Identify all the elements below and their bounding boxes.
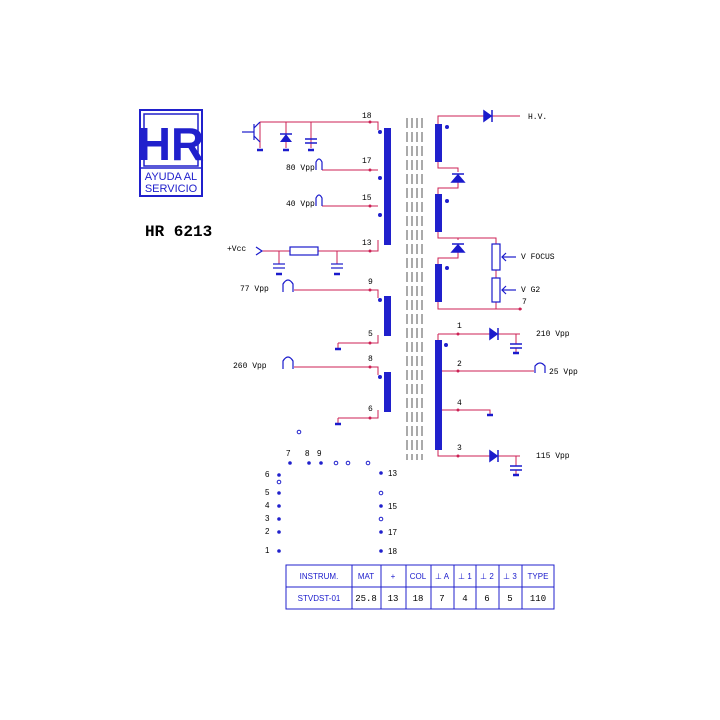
table-cell: 5	[507, 594, 512, 604]
pinout-left-6: 6	[265, 470, 270, 479]
table-cell: 110	[530, 594, 546, 604]
table-cell: 25.8	[355, 594, 377, 604]
pinout-left-4: 4	[265, 501, 270, 510]
signal-80-label: 80 Vpp	[286, 164, 315, 173]
g2-label: V G2	[521, 286, 540, 295]
vcc-label: +Vcc	[227, 245, 246, 254]
secondary-pin-dots	[456, 307, 522, 458]
table-header: INSTRUM.	[300, 572, 339, 581]
pin-15-label: 15	[362, 194, 372, 203]
pin-2-label: 2	[457, 360, 462, 369]
signal-260-label: 260 Vpp	[233, 362, 267, 371]
pulse-icon	[534, 362, 546, 373]
table-cell: 4	[462, 594, 467, 604]
out-115-label: 115 Vpp	[536, 452, 570, 461]
focus-label: V FOCUS	[521, 253, 555, 262]
logo-line2: SERVICIO	[145, 183, 198, 195]
pin-13-label: 13	[362, 239, 372, 248]
table-header: MAT	[358, 572, 374, 581]
vcc-input	[255, 246, 343, 276]
table-cell: STVDST-01	[298, 594, 341, 603]
signal-40-label: 40 Vpp	[286, 200, 315, 209]
signal-77-label: 77 Vpp	[240, 285, 269, 294]
model-title: HR 6213	[145, 223, 212, 241]
pinout-right-13: 13	[388, 469, 397, 478]
hr-logo: HR AYUDA AL SERVICIO	[138, 109, 204, 197]
pin-1-label: 1	[457, 322, 462, 331]
pulse-icon	[282, 158, 323, 369]
pin-9-label: 9	[368, 278, 373, 287]
phase-dots	[378, 125, 449, 379]
secondary-capacitors	[487, 343, 522, 477]
pinout-top-7: 7	[286, 449, 291, 458]
pinout-left-2: 2	[265, 527, 270, 536]
pin-5-label: 5	[368, 330, 373, 339]
pin-18-label: 18	[362, 112, 372, 121]
table-header: ⊥ 1	[458, 572, 472, 581]
table-cell: 13	[388, 594, 399, 604]
pinout-right-17: 17	[388, 528, 397, 537]
pin-3-label: 3	[457, 444, 462, 453]
out-210-label: 210 Vpp	[536, 330, 570, 339]
primary-windings	[384, 128, 391, 412]
table-header: ⊥ 3	[503, 572, 517, 581]
hv-diodes	[450, 109, 499, 463]
pin-17-label: 17	[362, 157, 372, 166]
transformer-core	[406, 118, 423, 460]
table-header: TYPE	[528, 572, 549, 581]
table-cell: 6	[484, 594, 489, 604]
pin-8-label: 8	[368, 355, 373, 364]
primary-pin-dots	[368, 120, 372, 420]
table-cell: 7	[439, 594, 444, 604]
logo-mark: HR	[138, 118, 204, 170]
table-cell: 18	[413, 594, 424, 604]
out-25-label: 25 Vpp	[549, 368, 578, 377]
pin-4-label: 4	[457, 399, 462, 408]
spec-table: INSTRUM. MAT + COL ⊥ A ⊥ 1 ⊥ 2 ⊥ 3 TYPE …	[285, 564, 555, 610]
pinout-top-8: 8	[305, 449, 310, 458]
pinout-left-5: 5	[265, 488, 270, 497]
focus-resistors	[491, 243, 516, 303]
pinout-top-9: 9	[317, 449, 322, 458]
secondary-windings	[435, 124, 442, 450]
pin-6-label: 6	[368, 405, 373, 414]
pin-7-label: 7	[522, 298, 527, 307]
pinout-diagram: 7 8 9 6 5 4 3 2 1 13 15 17 18	[265, 429, 397, 556]
pinout-right-15: 15	[388, 502, 397, 511]
transistor-symbol	[242, 121, 263, 152]
table-header: COL	[410, 572, 427, 581]
hv-label: H.V.	[528, 113, 547, 122]
pinout-left-3: 3	[265, 514, 270, 523]
pinout-left-1: 1	[265, 546, 270, 555]
table-header: +	[391, 572, 396, 581]
damper-diode	[280, 133, 292, 152]
tuning-capacitor	[305, 138, 317, 152]
secondary-side	[437, 115, 534, 474]
logo-line1: AYUDA AL	[145, 171, 197, 183]
table-header: ⊥ A	[435, 572, 450, 581]
table-header: ⊥ 2	[480, 572, 494, 581]
pinout-right-18: 18	[388, 547, 397, 556]
